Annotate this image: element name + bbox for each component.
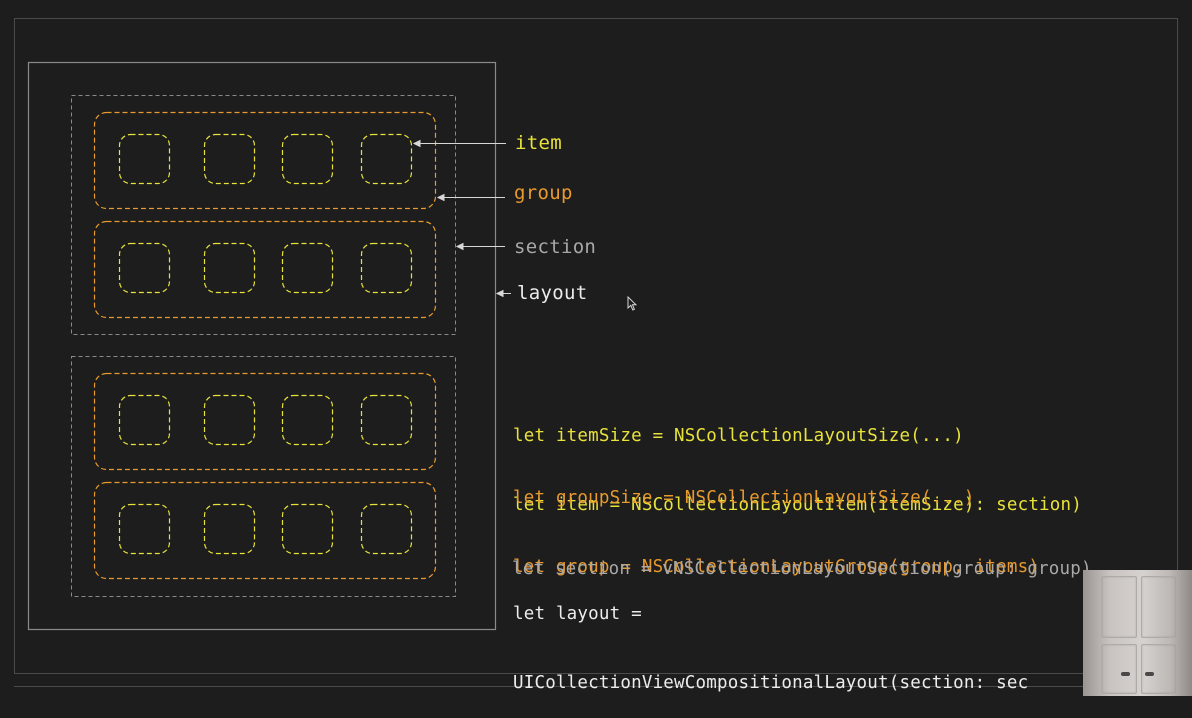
code-line: let layout = [513,604,642,624]
item-box [360,394,413,446]
item-box [203,133,256,185]
door-thumbnail-icon [1083,570,1192,696]
item-box [118,394,171,446]
diagram-canvas [14,18,1178,687]
section-box [71,95,456,335]
item-label: item [515,132,562,154]
layout-arrow [495,289,511,298]
group-box [93,220,437,319]
group-box [93,481,437,580]
item-box [203,503,256,555]
code-line: let section = vNSCollectionLayoutSection… [512,559,1092,579]
code-line: let item = NSCollectionLayoutItem(itemSi… [513,495,1083,515]
layout-box [27,61,497,631]
item-box [118,133,171,185]
code-line: let itemSize = NSCollectionLayoutSize(..… [513,426,964,446]
group-arrow [436,193,505,202]
mouse-pointer-icon [627,296,637,311]
item-box [281,394,334,446]
group-box [93,111,437,210]
item-box [203,394,256,446]
group-box [93,372,437,471]
item-code-block: let itemSize = NSCollectionLayoutSize(..… [513,379,1082,540]
item-box [360,503,413,555]
item-arrow [412,139,506,148]
item-box [281,242,334,294]
item-box [118,503,171,555]
slide-frame [14,18,1178,674]
section-label: section [514,236,597,258]
code-line: let group = NSCollectionLayoutGroup(grou… [513,557,1040,577]
item-box [360,242,413,294]
item-box [118,242,171,294]
item-box [281,133,334,185]
section-box [71,356,456,597]
group-label: group [514,182,573,204]
item-box [360,133,413,185]
layout-code-block: let layout = UICollectionViewComposition… [513,557,1083,718]
code-line: let groupSize = NSCollectionLayoutSize(.… [513,488,975,508]
layout-label: layout [517,282,588,304]
code-line: UICollectionViewCompositionalLayout(sect… [513,673,1029,693]
section-arrow [455,242,505,251]
item-box [203,242,256,294]
group-code-block: let groupSize = NSCollectionLayoutSize(.… [513,441,1039,602]
item-box [281,503,334,555]
section-code-block: let section = vNSCollectionLayoutSection… [512,512,1092,604]
